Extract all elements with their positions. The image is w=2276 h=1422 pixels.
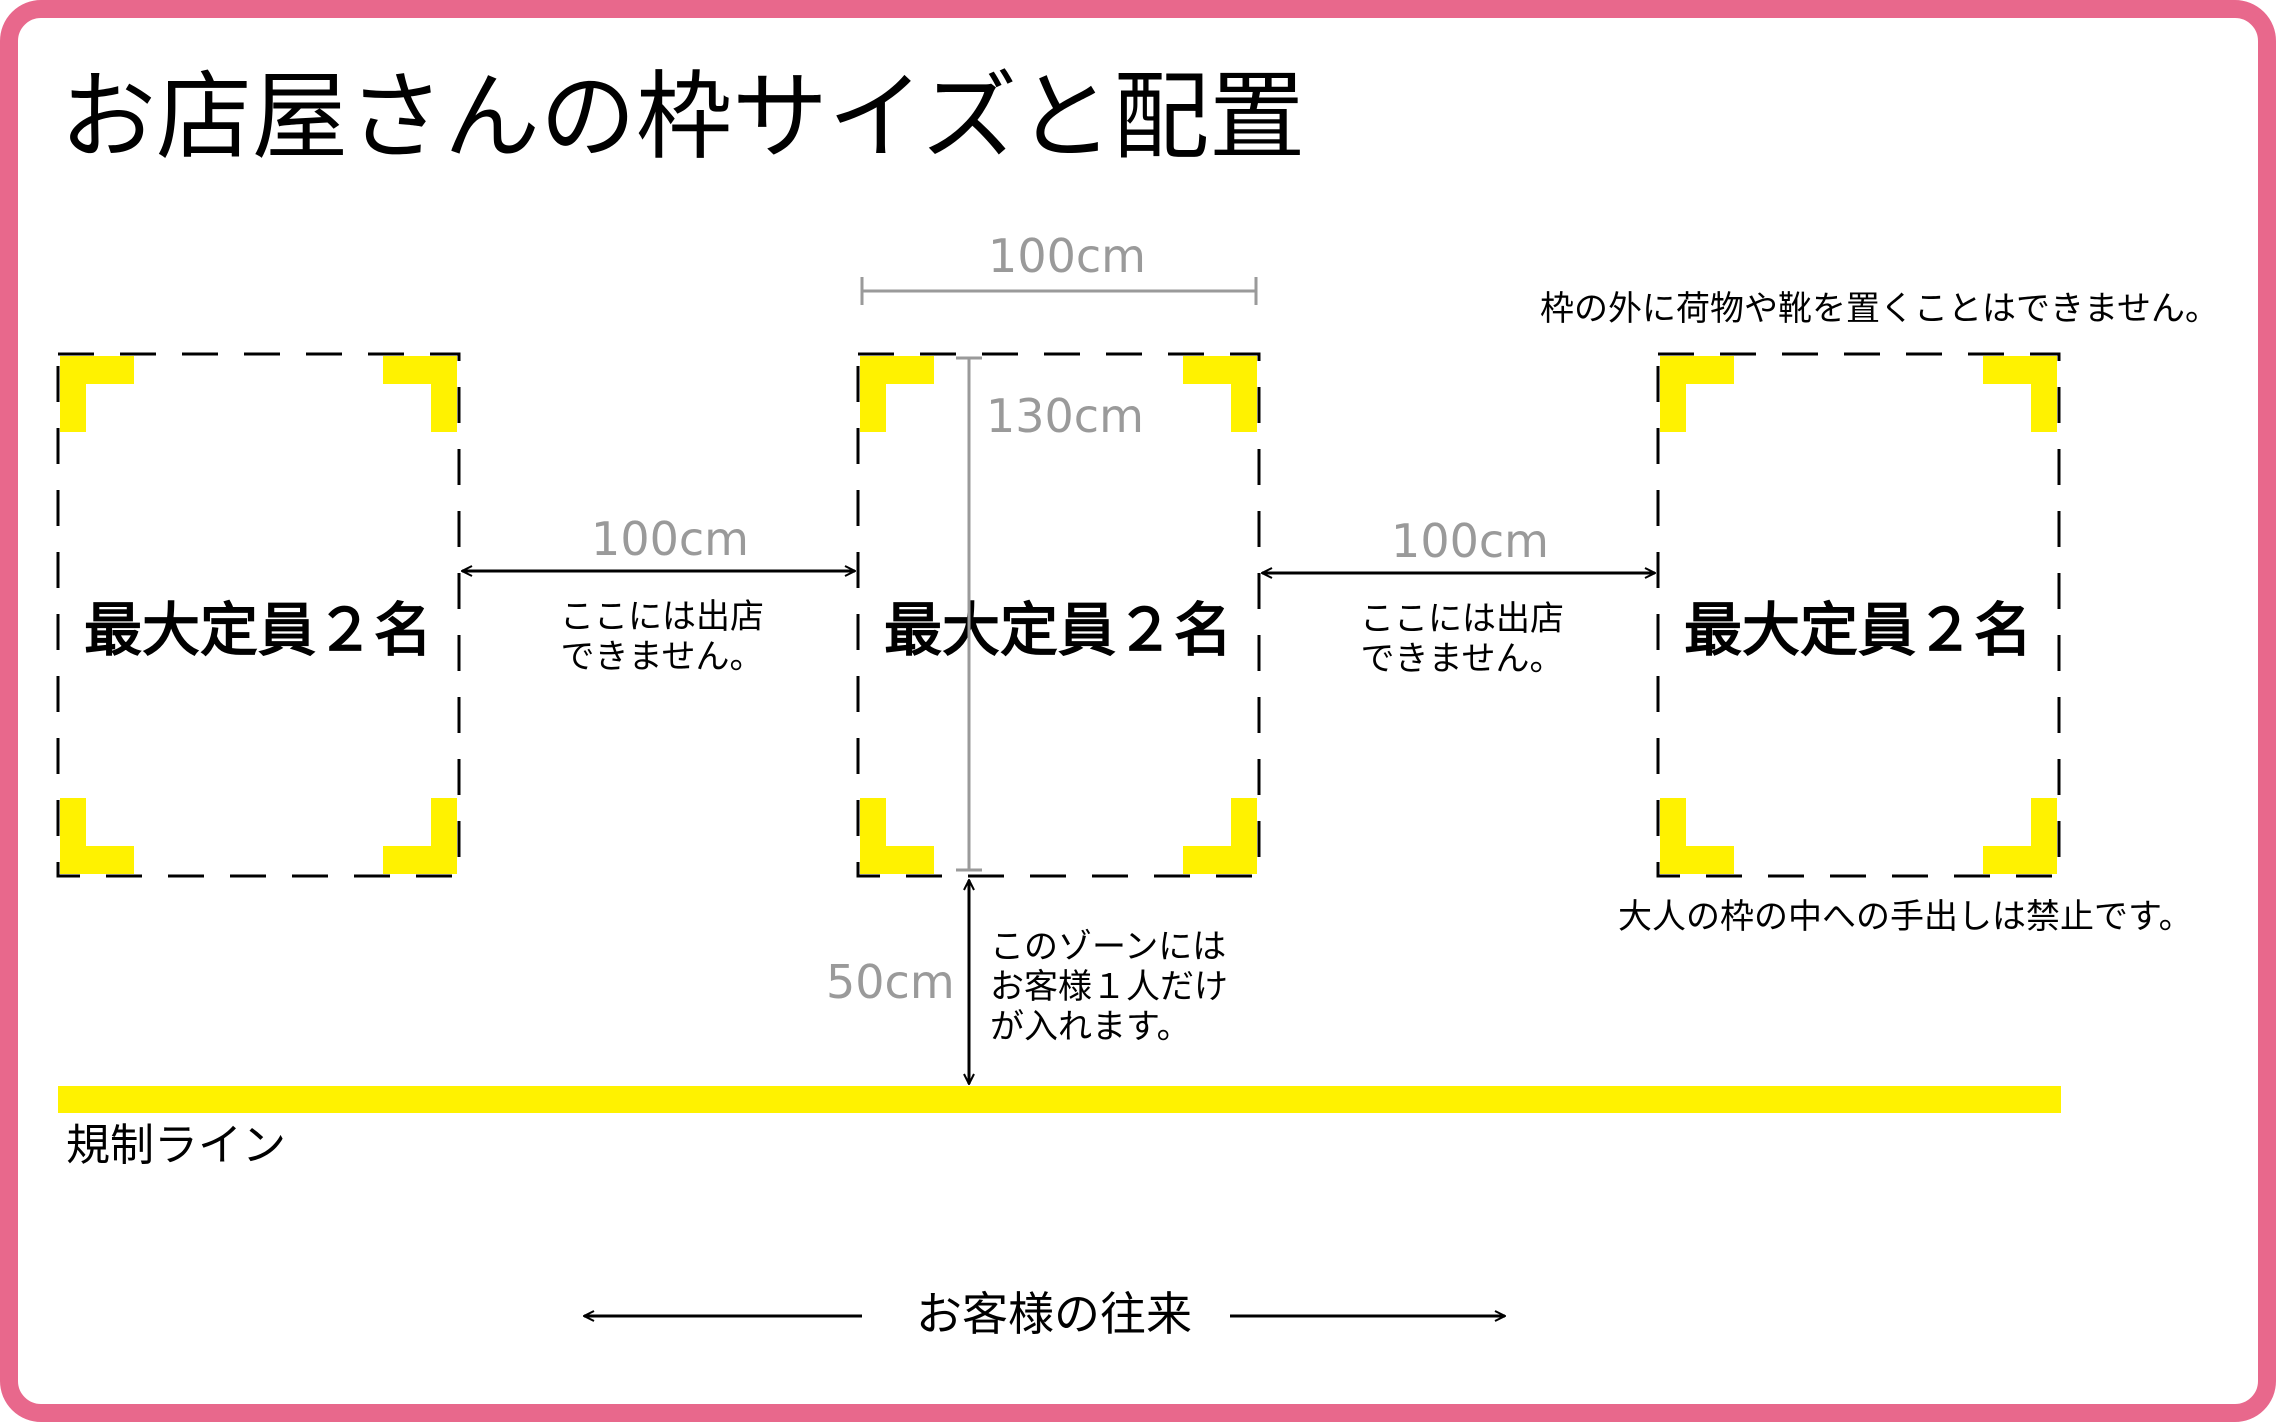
zone-depth-label: 50cm [826, 955, 955, 1009]
booth-frame [856, 352, 1261, 878]
customer-flow: お客様の往来 [584, 1287, 1505, 1341]
gap-dimension-left: 100cm ここには出店 できません。 [462, 512, 855, 677]
gap-right-note-line2: できません。 [1361, 639, 1564, 679]
gap-right-note-line1: ここには出店 [1360, 599, 1564, 639]
adult-hands-note: 大人の枠の中への手出しは禁止です。 [1618, 897, 2193, 937]
gap-left-note-line2: できません。 [561, 637, 764, 677]
corner-marker [860, 798, 934, 874]
corner-marker [383, 356, 457, 432]
booth-capacity-label: 最大定員２名 [84, 596, 432, 664]
page-title: お店屋さんの枠サイズと配置 [60, 61, 1305, 173]
booth-1: 最大定員２名 [56, 352, 461, 878]
corner-marker [1660, 798, 1734, 874]
booth-capacity-label: 最大定員２名 [884, 596, 1232, 664]
corner-marker [1983, 356, 2057, 432]
zone-note-line2: お客様１人だけ [990, 967, 1228, 1007]
booth-frame [1656, 352, 2061, 878]
booth-2: 最大定員２名 [856, 352, 1261, 878]
zone-note-line1: このゾーンには [990, 927, 1226, 967]
regulation-line-label: 規制ライン [66, 1120, 286, 1171]
booth-frame [56, 352, 461, 878]
outside-frame-note: 枠の外に荷物や靴を置くことはできません。 [1540, 289, 2219, 329]
booth-depth-dimension: 130cm [956, 356, 1144, 872]
corner-marker [1183, 798, 1257, 874]
gap-right-label: 100cm [1391, 514, 1549, 568]
booth-capacity-label: 最大定員２名 [1684, 596, 2032, 664]
booth-width-label: 100cm [988, 229, 1146, 283]
gap-dimension-right: 100cm ここには出店 できません。 [1262, 514, 1655, 679]
corner-marker [860, 356, 934, 432]
gap-left-label: 100cm [591, 512, 749, 566]
corner-marker [383, 798, 457, 874]
regulation-line [58, 1086, 2061, 1113]
customer-flow-label: お客様の往来 [916, 1287, 1192, 1341]
booth-3: 最大定員２名 [1656, 352, 2061, 878]
corner-marker [60, 798, 134, 874]
corner-marker [1183, 356, 1257, 432]
gap-left-note-line1: ここには出店 [560, 597, 764, 637]
corner-marker [60, 356, 134, 432]
zone-note-line3: が入れます。 [990, 1007, 1191, 1047]
booth-depth-label: 130cm [986, 389, 1144, 443]
booth-width-dimension: 100cm [860, 229, 1258, 305]
zone-dimension: 50cm このゾーンには お客様１人だけ が入れます。 [826, 880, 1228, 1084]
corner-marker [1660, 356, 1734, 432]
corner-marker [1983, 798, 2057, 874]
